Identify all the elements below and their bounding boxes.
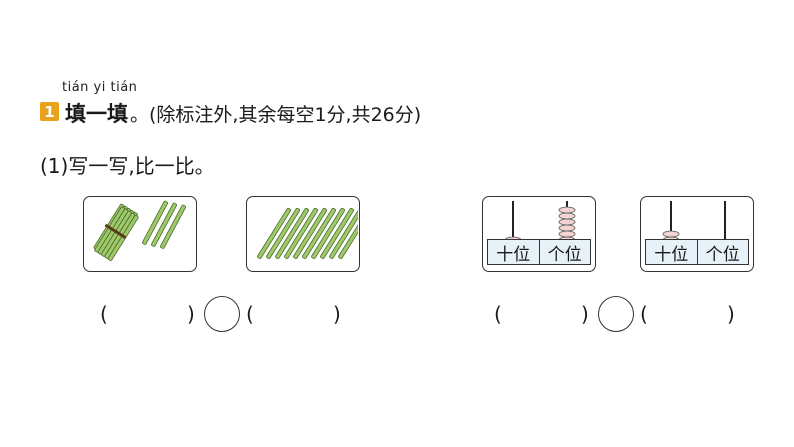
abacus-card-2: 十位 个位 xyxy=(640,196,754,272)
ones-label: 个位 xyxy=(696,240,749,265)
sticks-card-loose xyxy=(246,196,372,272)
question-title: 填一填 xyxy=(65,102,128,126)
question-note: 。(除标注外,其余每空1分,共26分) xyxy=(130,104,422,126)
blank-4-close: ) xyxy=(727,302,735,326)
blank-2-close: ) xyxy=(333,302,341,326)
tens-label: 十位 xyxy=(654,244,689,265)
ones-label: 个位 xyxy=(538,240,591,265)
place-value-row-2: 十位 个位 xyxy=(645,239,749,265)
title-pinyin: tián yi tián xyxy=(62,80,138,95)
blank-1-open: ( xyxy=(100,302,108,326)
compare-circle-1[interactable] xyxy=(204,296,240,332)
question-number-badge: 1 xyxy=(40,102,59,121)
blank-4-open: ( xyxy=(640,302,648,326)
blank-1-close: ) xyxy=(187,302,195,326)
compare-circle-2[interactable] xyxy=(598,296,634,332)
place-value-row-1: 十位 个位 xyxy=(487,239,591,265)
tens-label: 十位 xyxy=(496,244,531,265)
abacus-rods-1 xyxy=(504,201,576,243)
answer-blank-4[interactable] xyxy=(654,300,726,328)
sticks-bundle-illustration xyxy=(93,200,186,261)
loose-sticks-illustration xyxy=(257,207,372,259)
sticks-card-bundle xyxy=(83,196,197,272)
answer-blank-3[interactable] xyxy=(508,300,580,328)
answer-blank-2[interactable] xyxy=(260,300,332,328)
blank-3-close: ) xyxy=(581,302,589,326)
blank-2-open: ( xyxy=(246,302,254,326)
part1-label: (1)写一写,比一比。 xyxy=(40,154,215,178)
blank-3-open: ( xyxy=(494,302,502,326)
abacus-rods-2 xyxy=(662,201,726,243)
abacus-card-1: 十位 个位 xyxy=(482,196,596,272)
answer-blank-1[interactable] xyxy=(114,300,186,328)
